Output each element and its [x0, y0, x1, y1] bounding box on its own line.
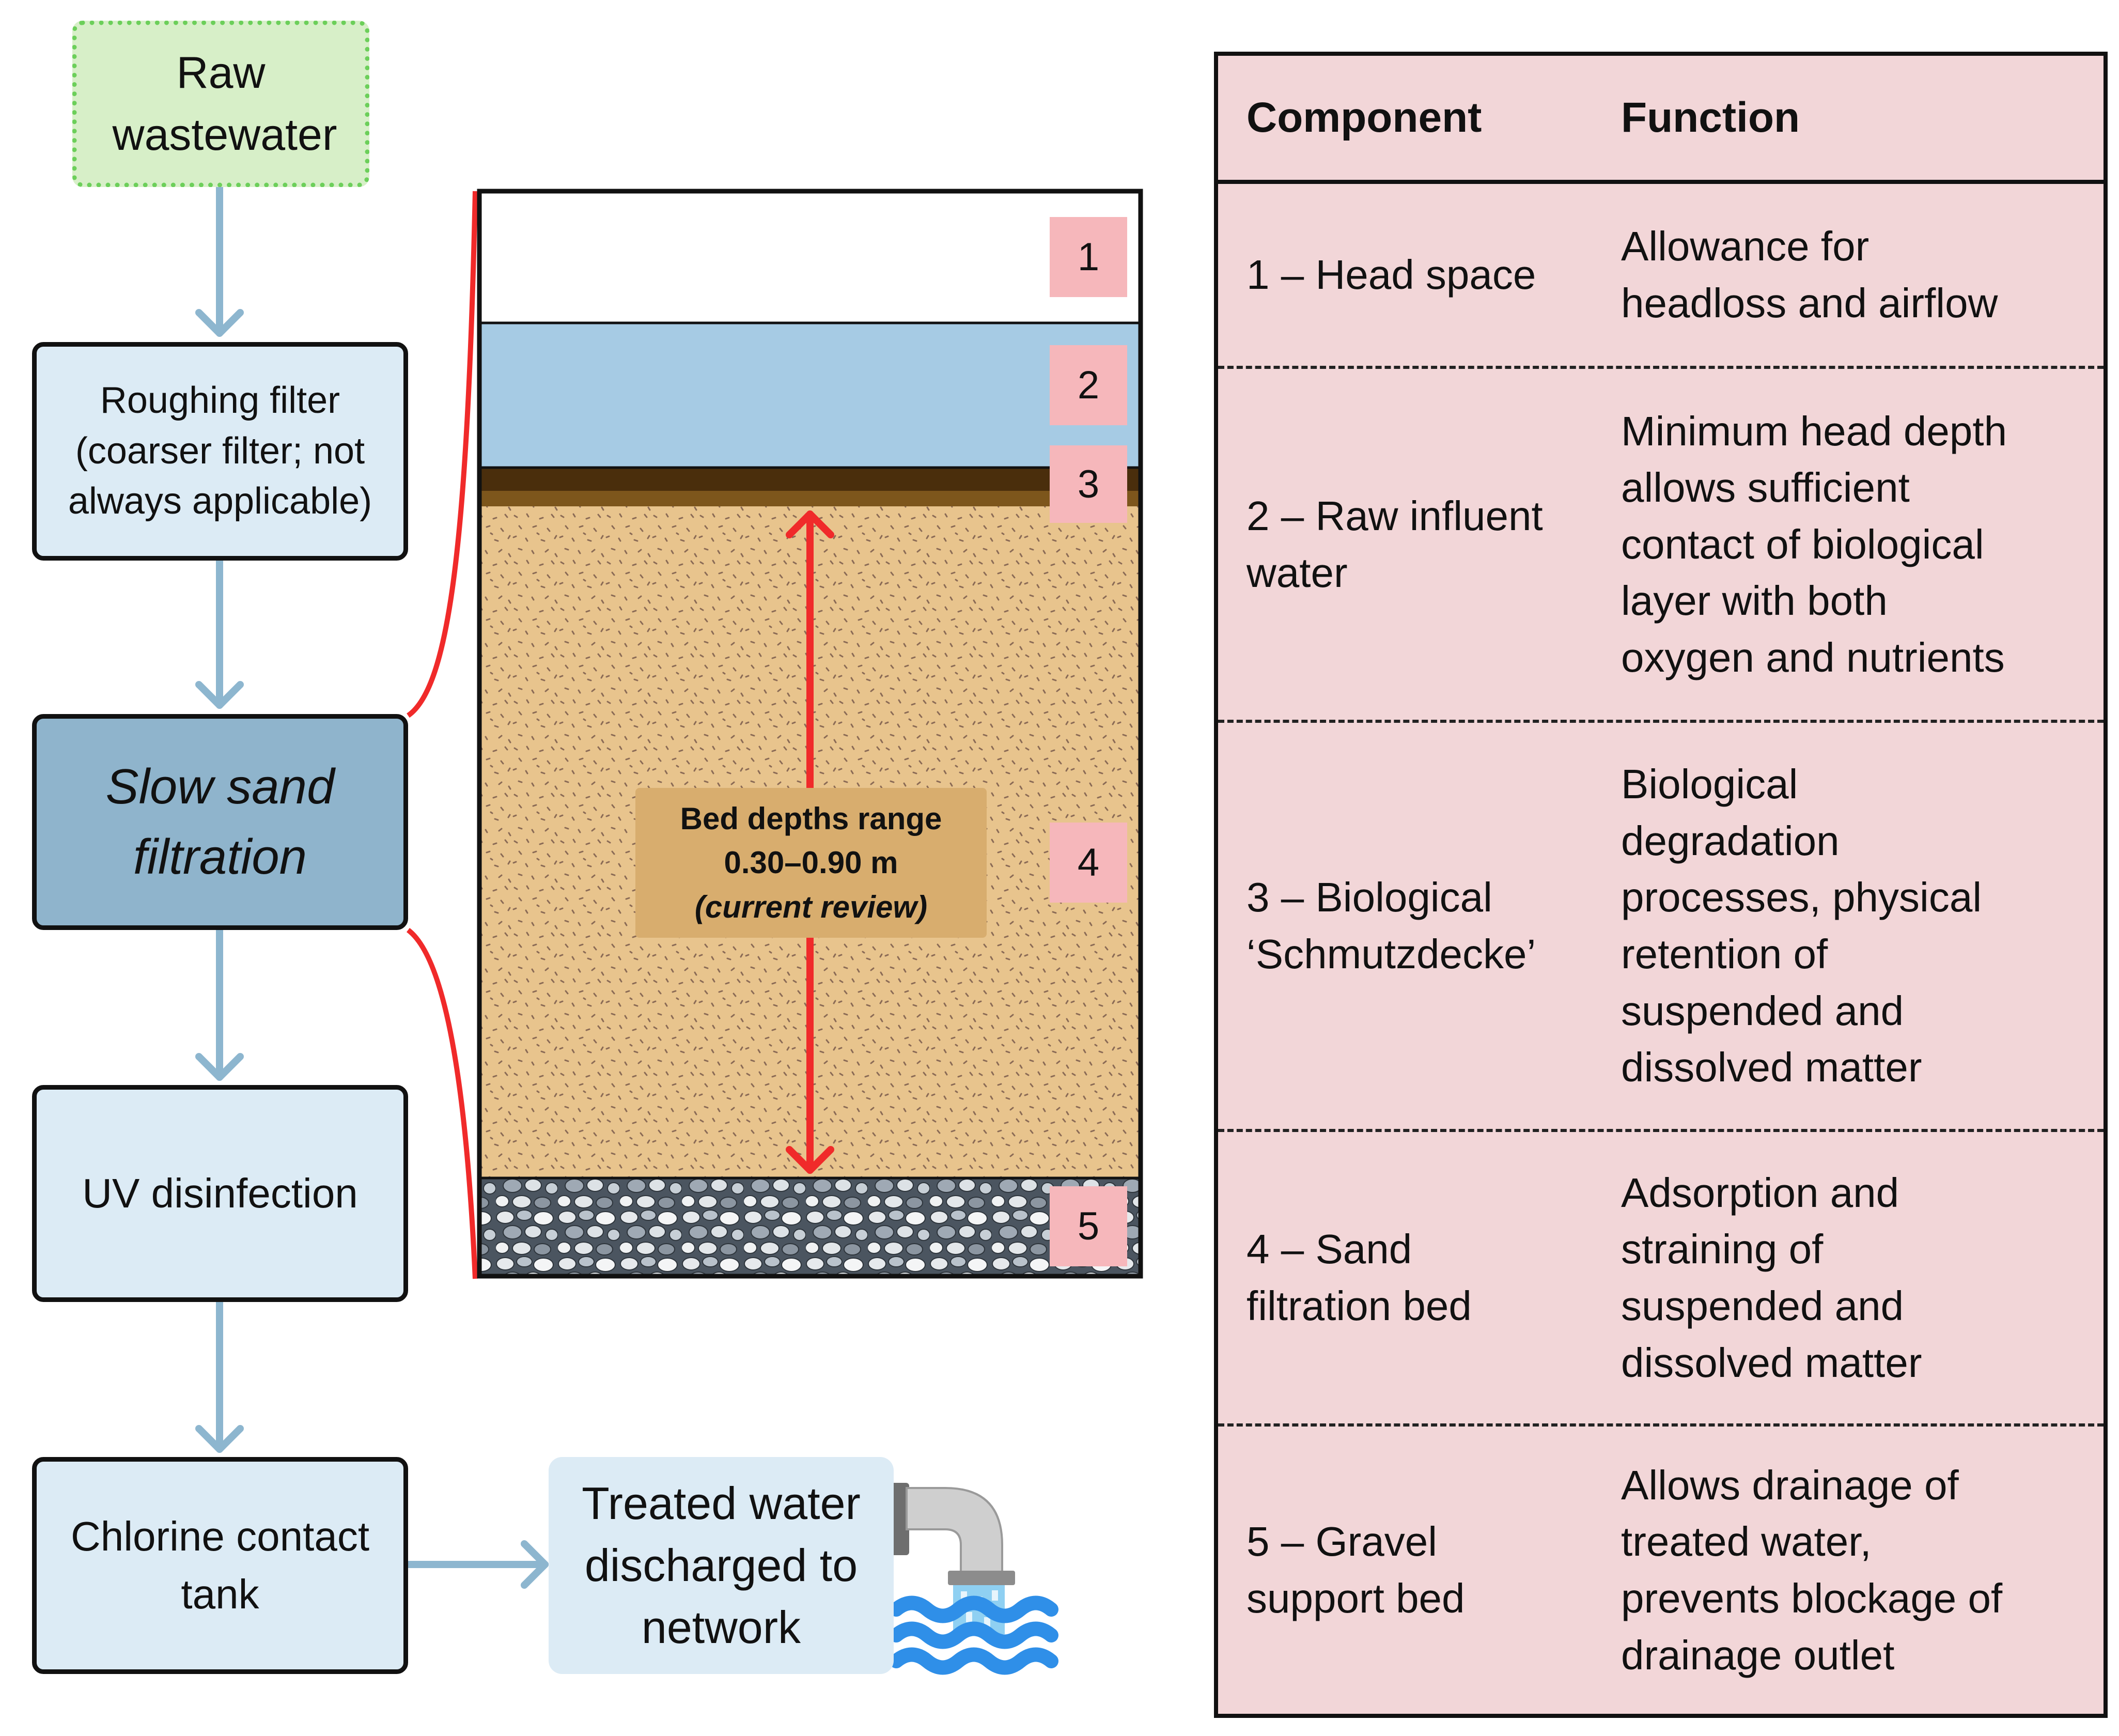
layer-schmutzdecke-gradient [479, 491, 1141, 506]
table-row: 1 – Head space Allowance for headloss an… [1218, 184, 2104, 369]
flow-arrows [195, 183, 549, 1589]
component-cell: 5 – Gravel support bed [1247, 1518, 1465, 1621]
chlorine-line1: Chlorine contact [70, 1513, 370, 1559]
header-function: Function [1621, 94, 1800, 141]
bed-depth-note: (current review) [694, 889, 928, 924]
chlorine-line2: tank [181, 1571, 259, 1617]
slow-sand-line1: Slow sand [105, 758, 335, 814]
roughing-filter-line3: always applicable) [68, 481, 372, 522]
raw-wastewater-box: Raw wastewater [72, 21, 369, 187]
treated-water-box: Treated water discharged to network [549, 1457, 894, 1674]
table-row: 5 – Gravel support bed Allows drainage o… [1218, 1427, 2104, 1714]
function-cell: Biological degradation processes, physic… [1621, 761, 1982, 1091]
treated-line2: discharged to [584, 1540, 858, 1591]
table-row: 2 – Raw influent water Minimum head dept… [1218, 369, 2104, 723]
component-cell: 3 – Biological ‘Schmutzdecke’ [1247, 874, 1536, 977]
slow-sand-filtration-box: Slow sand filtration [32, 714, 408, 930]
roughing-filter-box: Roughing filter (coarser filter; not alw… [32, 342, 408, 561]
layer-label-2: 2 [1050, 345, 1127, 425]
filter-cross-section [477, 189, 1143, 1279]
component-function-table: Component Function 1 – Head space Allowa… [1214, 52, 2108, 1718]
component-cell: 4 – Sand filtration bed [1247, 1226, 1472, 1329]
bed-depth-title: Bed depths range [680, 801, 942, 836]
treated-line1: Treated water [582, 1478, 861, 1529]
zoom-connector-curves [406, 191, 478, 1279]
function-cell: Allows drainage of treated water, preven… [1621, 1462, 2003, 1678]
table-row: 4 – Sand filtration bed Adsorption and s… [1218, 1132, 2104, 1427]
function-cell: Adsorption and straining of suspended an… [1621, 1169, 1922, 1386]
layer-head-space [479, 191, 1141, 323]
bed-depth-label: Bed depths range 0.30–0.90 m (current re… [635, 788, 987, 938]
component-cell: 2 – Raw influent water [1247, 492, 1543, 596]
function-cell: Allowance for headloss and airflow [1621, 223, 1998, 326]
roughing-filter-line2: (coarser filter; not [75, 430, 365, 472]
uv-disinfection-label: UV disinfection [82, 1170, 358, 1216]
layer-raw-water [479, 323, 1141, 468]
layer-label-3: 3 [1050, 445, 1127, 523]
treated-line3: network [641, 1601, 801, 1653]
water-waves-icon [889, 1595, 1058, 1675]
roughing-filter-line1: Roughing filter [100, 379, 340, 421]
raw-wastewater-label: Raw wastewater [112, 48, 337, 160]
slow-sand-line2: filtration [133, 829, 307, 885]
function-cell: Minimum head depth allows sufficient con… [1621, 408, 2007, 680]
bed-depth-range: 0.30–0.90 m [724, 845, 898, 880]
filter-outline [477, 189, 1143, 1279]
chlorine-contact-tank-box: Chlorine contact tank [32, 1457, 408, 1674]
uv-disinfection-box: UV disinfection [32, 1085, 408, 1302]
layer-label-5: 5 [1050, 1186, 1127, 1266]
layer-label-1: 1 [1050, 217, 1127, 297]
table-header: Component Function [1218, 56, 2104, 184]
component-cell: 1 – Head space [1247, 252, 1536, 298]
table-row: 3 – Biological ‘Schmutzdecke’ Biological… [1218, 723, 2104, 1132]
layer-gravel [479, 1178, 1141, 1276]
header-component: Component [1247, 94, 1482, 141]
bed-depth-arrow [786, 510, 834, 1174]
layer-label-4: 4 [1050, 823, 1127, 903]
